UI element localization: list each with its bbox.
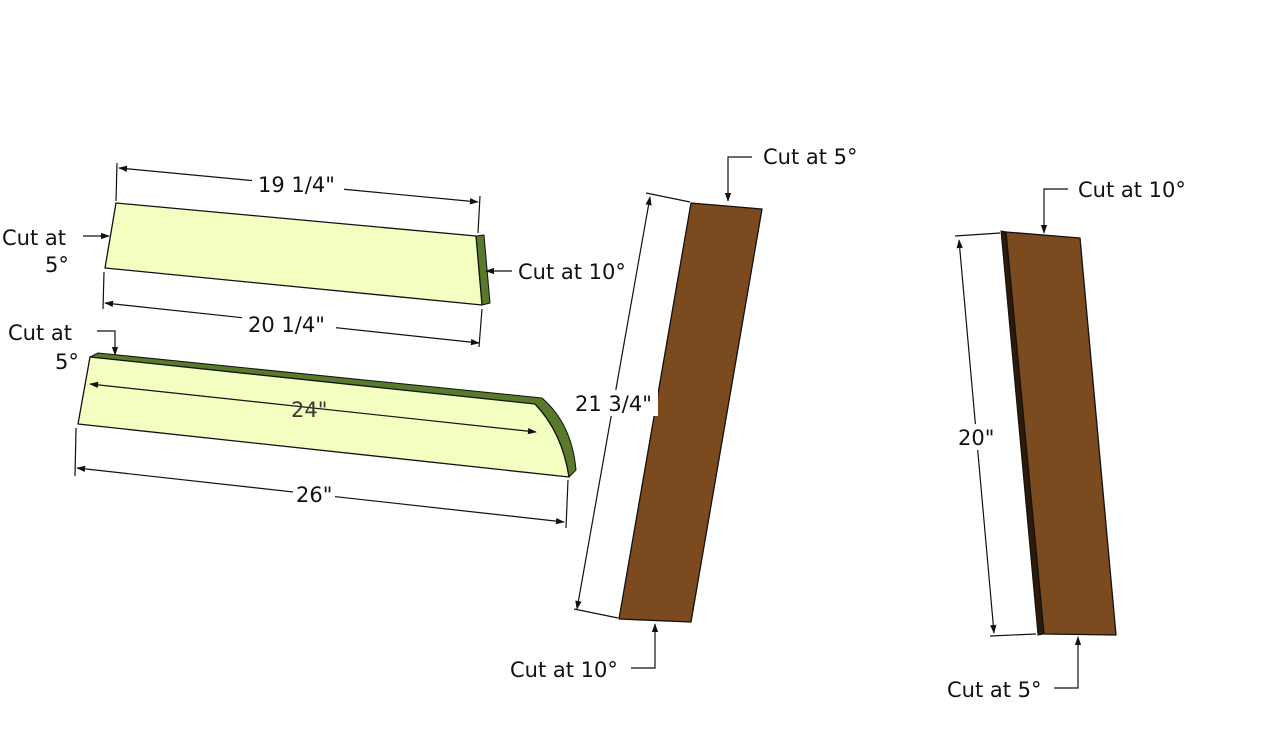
part-c-extension-top xyxy=(645,192,691,203)
part-c-top-cut-label: Cut at 5° xyxy=(763,145,858,169)
part-d-board xyxy=(1005,231,1117,636)
part-b-cut-label-line2: 5° xyxy=(55,350,79,374)
part-b-inner-length-label: 24" xyxy=(291,398,327,422)
part-a: 19 1/4" 20 1/4" Cut at 5° Cut at 10° xyxy=(2,162,626,348)
part-a-top-length-label: 19 1/4" xyxy=(258,173,335,197)
part-a-bottom-extension-left xyxy=(102,271,105,310)
part-c: 21 3/4" Cut at 5° Cut at 10° xyxy=(510,145,858,682)
part-a-right-cut-label: Cut at 10° xyxy=(518,260,626,284)
part-d-length-label-bg xyxy=(955,424,999,450)
part-d-top-cut-arrow xyxy=(1040,188,1068,234)
part-c-extension-bottom xyxy=(573,608,619,619)
part-b-overall-label-bg xyxy=(293,482,335,506)
part-c-bottom-cut-arrow xyxy=(631,623,659,669)
part-a-bottom-extension-right xyxy=(478,308,483,348)
part-a-top-extension-left xyxy=(115,162,118,202)
part-b-overall-extension-left xyxy=(74,427,77,477)
part-d-top-cut-label: Cut at 10° xyxy=(1078,178,1186,202)
part-a-top-label-bg xyxy=(252,172,344,196)
part-b: 24" 26" Cut at 5° xyxy=(8,321,577,529)
part-b-cut-arrow xyxy=(97,330,119,356)
part-d-bottom-cut-arrow xyxy=(1054,636,1082,689)
part-d-length-label: 20" xyxy=(958,426,994,450)
part-d-extension-top xyxy=(954,232,1001,237)
part-b-overall-length-label: 26" xyxy=(296,483,332,507)
part-b-inner-dimension-line xyxy=(89,381,537,435)
part-a-left-cut-label-line2: 5° xyxy=(45,253,69,277)
part-a-left-cut-label-line1: Cut at xyxy=(2,226,66,250)
part-d-bottom-cut-label: Cut at 5° xyxy=(947,678,1042,702)
part-a-top-extension-right xyxy=(477,195,481,234)
part-d: 20" Cut at 10° Cut at 5° xyxy=(947,178,1186,702)
part-b-overall-extension-right xyxy=(565,479,569,529)
part-d-extension-bottom xyxy=(989,633,1037,637)
part-b-cut-label-line1: Cut at xyxy=(8,321,72,345)
part-c-top-cut-arrow xyxy=(724,156,752,202)
part-c-length-label-bg xyxy=(572,390,658,416)
part-c-bottom-cut-label: Cut at 10° xyxy=(510,658,618,682)
part-c-length-label: 21 3/4" xyxy=(575,392,652,416)
part-a-bottom-length-label: 20 1/4" xyxy=(248,313,325,337)
part-a-bottom-label-bg xyxy=(242,312,336,336)
part-a-board xyxy=(104,202,483,306)
